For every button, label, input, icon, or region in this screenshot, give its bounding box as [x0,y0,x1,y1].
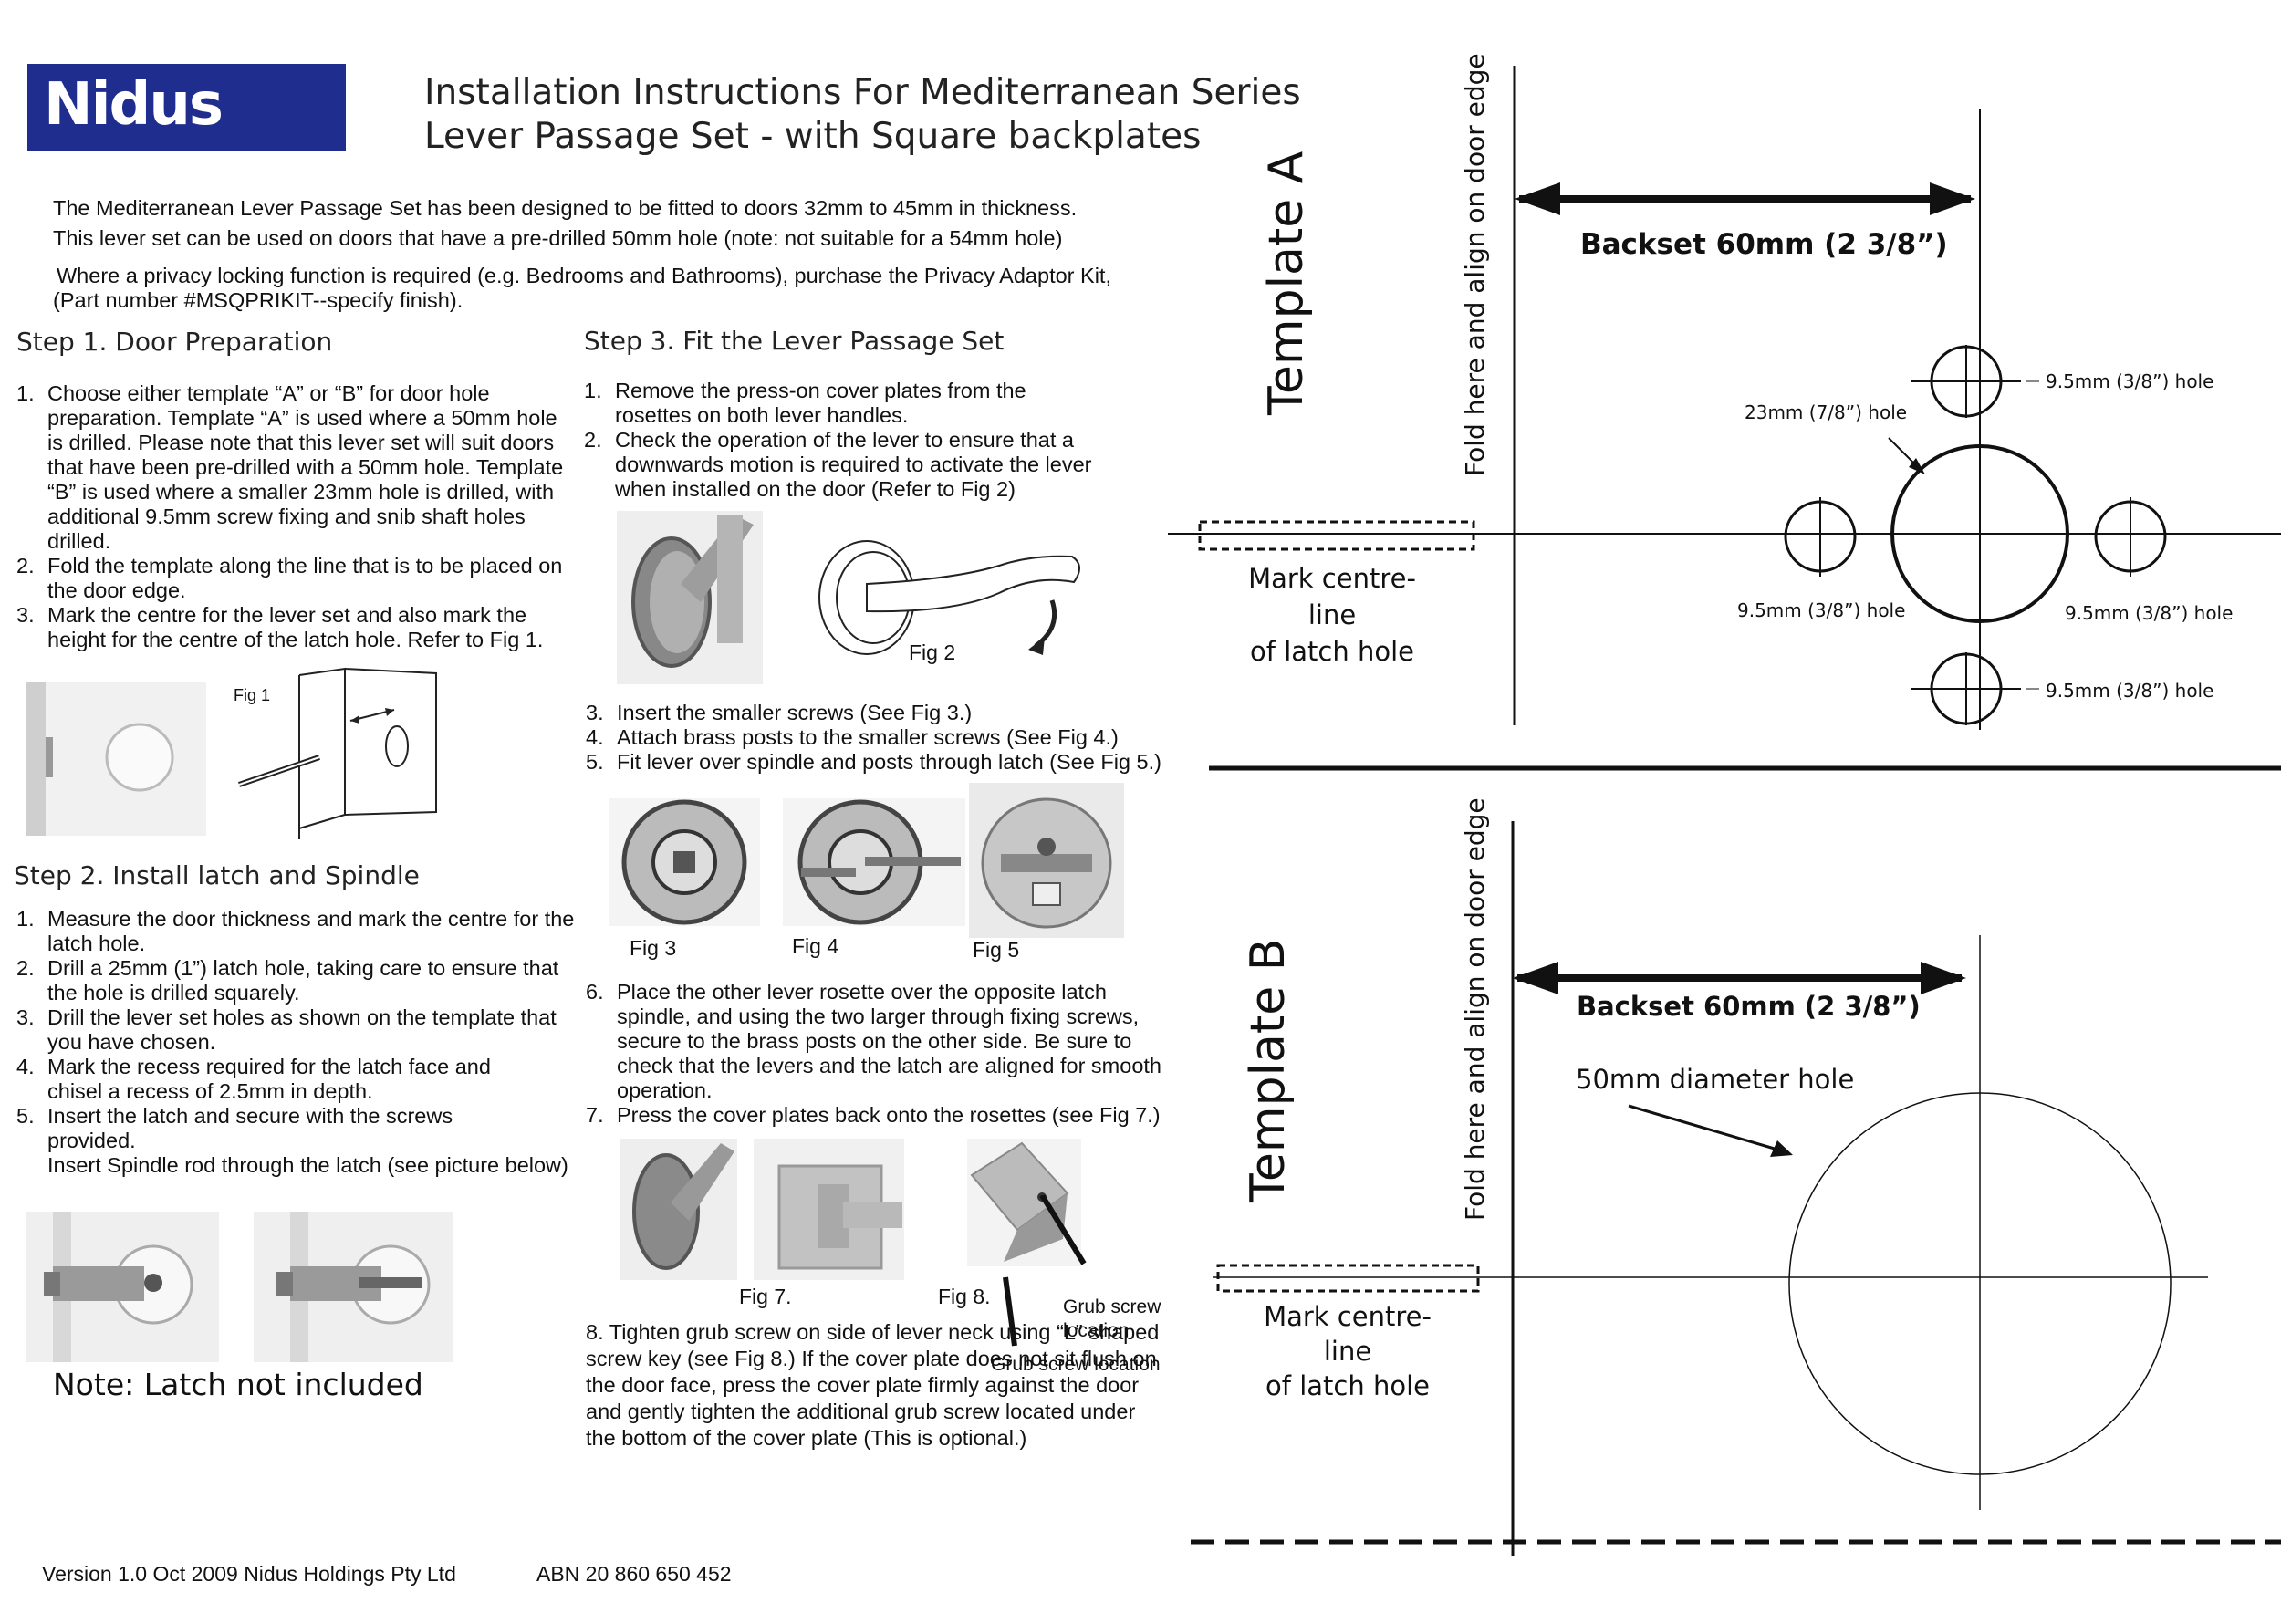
grub-screw-label: Grub screw location [991,1354,1161,1375]
template-a-top-hole-label: 9.5mm (3/8”) hole [2046,370,2214,392]
template-a-backset: Backset 60mm (2 3/8”) [1580,228,1948,261]
fig7-label: Fig 7. [739,1285,792,1308]
fig7-photo-rosette [620,1139,737,1280]
step2-list: 1.Measure the door thickness and mark th… [16,907,582,1153]
fig1-label: Fig 1 [234,686,271,704]
template-a-left-hole-label: 9.5mm (3/8”) hole [1737,599,1906,621]
spindle-note: Insert Spindle rod through the latch (se… [47,1153,568,1177]
list-item: 1.Measure the door thickness and mark th… [16,907,575,955]
intro-line: Where a privacy locking function is requ… [57,264,1111,287]
list-item: 5.Insert the latch and secure with the s… [16,1104,453,1152]
template-a-23mm-hole [1890,444,2069,623]
fig5-photo [969,783,1124,938]
fig8-label: Fig 8. [938,1285,991,1308]
template-a-title: Template A [1259,151,1314,415]
template-b-hole-label: 50mm diameter hole [1576,1064,1855,1095]
templates-panel [1168,66,2281,1556]
list-item: 2.Drill a 25mm (1”) latch hole, taking c… [16,956,559,1005]
title-line-1: Installation Instructions For Mediterran… [424,72,1301,113]
list-item: 1.Choose either template “A” or “B” for … [16,381,564,553]
template-a-fold-text: Fold here and align on door edge [1460,53,1490,476]
list-item: 2.Fold the template along the line that … [16,554,563,602]
step3-heading: Step 3. Fit the Lever Passage Set [584,326,1005,356]
intro-line: This lever set can be used on doors that… [53,226,1063,250]
template-a-bottom-hole-label: 9.5mm (3/8”) hole [2046,680,2214,702]
list-item: 3.Insert the smaller screws (See Fig 3.) [586,701,973,724]
logo-text: Nidus [44,71,224,139]
list-item: 1.Remove the press-on cover plates from … [584,379,1026,427]
footer-abn: ABN 20 860 650 452 [536,1562,732,1586]
fig2-lever-diagram [818,540,1080,655]
latch-note: Note: Latch not included [53,1367,423,1402]
template-b-title: Template B [1241,938,1296,1202]
fig3-label: Fig 3 [630,936,677,960]
latch-photo [26,1212,219,1362]
intro-line: (Part number #MSQPRIKIT--specify finish)… [53,288,463,312]
list-item: 5.Fit lever over spindle and posts throu… [586,750,1161,774]
latch-spindle-photo [254,1212,453,1362]
template-b-50mm-hole [1788,1092,2172,1475]
fig7-photo-backplate [754,1139,904,1280]
grub-screw-label: Grub screw location [1063,1296,1161,1341]
step1-list: 1.Choose either template “A” or “B” for … [16,381,564,652]
title-line-2: Lever Passage Set - with Square backplat… [424,116,1202,157]
door-hole-photo [26,682,206,836]
footer-version: Version 1.0 Oct 2009 Nidus Holdings Pty … [42,1562,456,1586]
fig5-label: Fig 5 [973,938,1020,962]
step3-list-c: 6.Place the other lever rosette over the… [586,980,1170,1128]
fig3-photo [609,798,760,926]
grub-screw-pointers [1003,1195,1087,1347]
step3-list-b: 3.Insert the smaller screws (See Fig 3.)… [586,701,1188,775]
intro-text: The Mediterranean Lever Passage Set has … [53,196,1239,313]
list-item: 4.Mark the recess required for the latch… [16,1055,491,1103]
step1-heading: Step 1. Door Preparation [16,327,333,357]
list-item: 7.Press the cover plates back onto the r… [586,1103,1161,1127]
template-b-backset: Backset 60mm (2 3/8”) [1577,991,1921,1022]
item-number: 8. [586,1320,604,1344]
fig2-label: Fig 2 [909,640,956,664]
list-item: 6.Place the other lever rosette over the… [586,980,1161,1102]
template-a-right-hole-label: 9.5mm (3/8”) hole [2065,602,2234,624]
fig1-diagram [238,667,437,839]
template-b-fold-text: Fold here and align on door edge [1460,797,1490,1221]
template-a-center-hole-label: 23mm (7/8”) hole [1745,401,1908,423]
list-item: 3.Mark the centre for the lever set and … [16,603,544,651]
step3-list-a: 1.Remove the press-on cover plates from … [584,379,1140,502]
list-item: 2.Check the operation of the lever to en… [584,428,1092,501]
template-a-latch-mark [1198,520,1475,551]
list-item: 4.Attach brass posts to the smaller scre… [586,725,1119,749]
document-title: Installation Instructions For Mediterran… [424,71,1301,159]
step3-item-8: 8. Tighten grub screw on side of lever n… [586,1319,1170,1452]
fig4-photo [783,798,965,926]
fig4-label: Fig 4 [792,934,839,958]
lever-photo [617,511,763,684]
template-b-latch-mark [1216,1264,1480,1293]
list-item: 3.Drill the lever set holes as shown on … [16,1005,557,1054]
intro-line: The Mediterranean Lever Passage Set has … [53,196,1078,220]
nidus-logo: Nidus [27,64,346,151]
step2-heading: Step 2. Install latch and Spindle [14,860,420,890]
item-text: Tighten grub screw on side of lever neck… [586,1320,1160,1450]
